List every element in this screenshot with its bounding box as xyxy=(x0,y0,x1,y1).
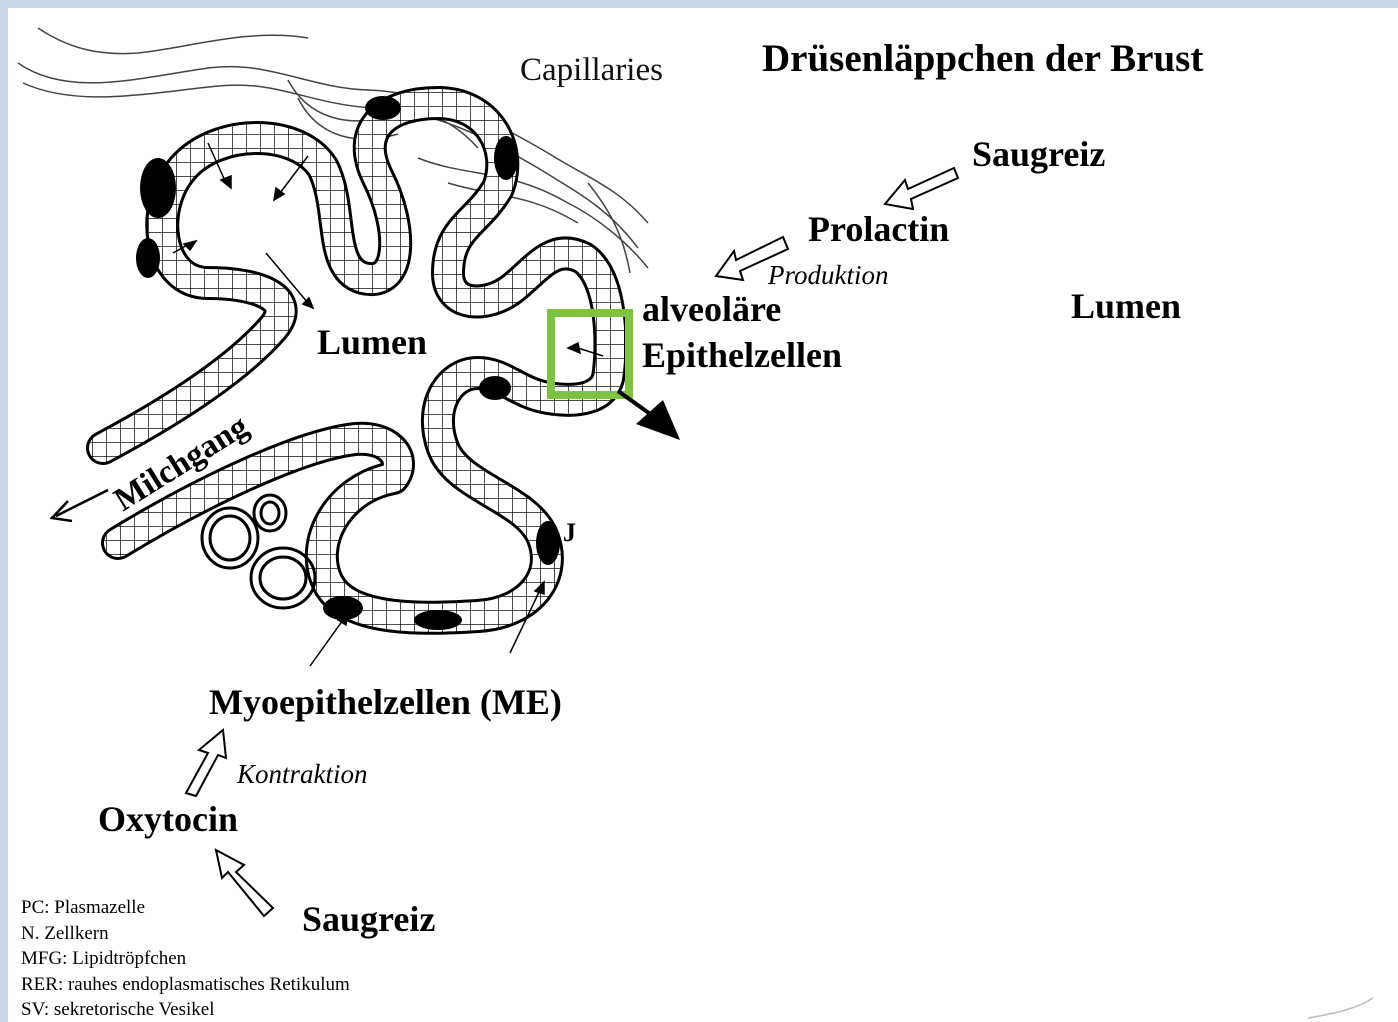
alveolus-diagram xyxy=(8,8,1398,1022)
capillaries-label: Capillaries xyxy=(520,52,663,89)
myoepithelzellen-label: Myoepithelzellen (ME) xyxy=(209,681,562,723)
produktion-label: Produktion xyxy=(768,260,889,291)
page-title: Drüsenläppchen der Brust xyxy=(762,36,1203,81)
prolactin-label: Prolactin xyxy=(808,208,949,250)
legend-item: N. Zellkern xyxy=(21,921,350,947)
legend-item: MFG: Lipidtröpfchen xyxy=(21,946,350,972)
lipid-droplets xyxy=(202,495,315,608)
saugreiz-top-label: Saugreiz xyxy=(972,133,1105,175)
lumen-left-label: Lumen xyxy=(317,321,427,363)
secretion-arrow xyxy=(618,391,680,440)
epithelzellen-label: Epithelzellen xyxy=(642,334,842,376)
slide: Capillaries Drüsenläppchen der Brust Sau… xyxy=(8,8,1398,1022)
corner-mark xyxy=(1308,998,1373,1018)
oxytocin-label: Oxytocin xyxy=(98,798,238,840)
legend-item: SV: sekretorische Vesikel xyxy=(21,997,350,1022)
legend-item: RER: rauhes endoplasmatisches Retikulum xyxy=(21,972,350,998)
kontraktion-label: Kontraktion xyxy=(237,759,368,790)
j-mark: J xyxy=(563,518,576,548)
alveolaere-label: alveoläre xyxy=(642,288,781,330)
milk-flow-arrow xyxy=(52,490,108,521)
abbreviation-legend: PC: Plasmazelle N. Zellkern MFG: Lipidtr… xyxy=(21,895,350,1022)
lumen-right-label: Lumen xyxy=(1071,285,1181,327)
legend-item: PC: Plasmazelle xyxy=(21,895,350,921)
